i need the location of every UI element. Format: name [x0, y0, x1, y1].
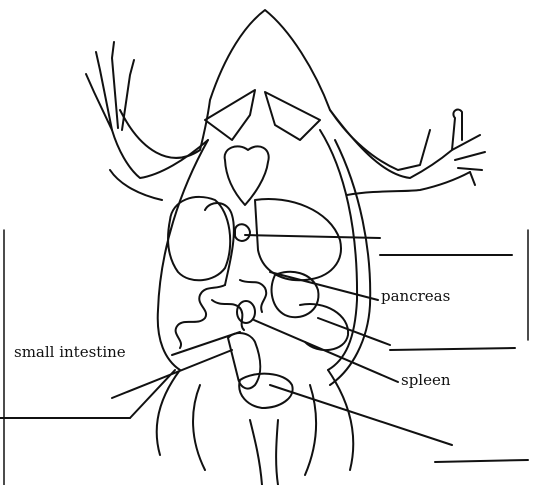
skin-flap-right [265, 92, 320, 140]
answer-blank-bladder [435, 460, 528, 462]
leader-liver [245, 235, 380, 238]
leader-pancreas [270, 272, 378, 300]
left-arm [110, 130, 208, 200]
leader-cloaca [130, 370, 175, 418]
cloaca [250, 420, 278, 485]
liver-right [255, 199, 341, 280]
gallbladder [235, 224, 250, 241]
right-arm [330, 110, 470, 195]
skin-flap-left [205, 90, 255, 140]
spleen [237, 301, 255, 323]
left-hand [86, 42, 134, 130]
leader-spleen [254, 320, 398, 382]
cavity-left-wall [158, 140, 208, 370]
label-spleen: spleen [401, 371, 451, 389]
heart [225, 146, 269, 205]
label-small-intestine: small intestine [14, 343, 126, 361]
frog-body-outline [120, 10, 430, 170]
cavity-right-wall [320, 130, 357, 370]
answer-blank-stomach [390, 348, 515, 350]
leader-bladder [270, 385, 452, 445]
left-leg [157, 370, 205, 470]
large-intestine [228, 333, 260, 388]
label-pancreas: pancreas [381, 287, 450, 305]
right-leg [305, 370, 353, 475]
